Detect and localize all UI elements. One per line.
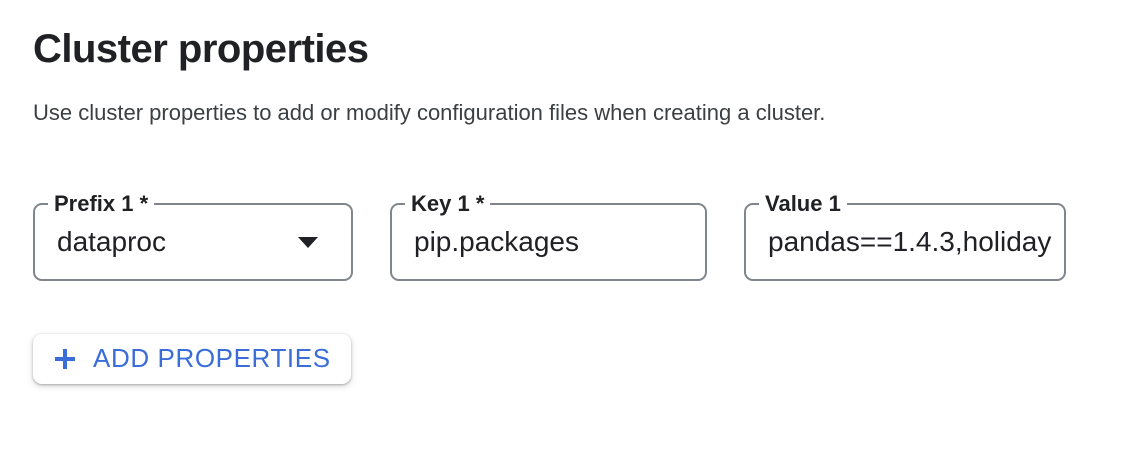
section-description: Use cluster properties to add or modify … [33, 100, 826, 125]
prefix-select[interactable]: Prefix 1 * dataproc [33, 191, 353, 281]
page-title: Cluster properties [33, 27, 369, 71]
property-row-1: Prefix 1 * dataproc Key 1 * Value 1 [33, 191, 1122, 281]
prefix-select-trigger[interactable]: dataproc [35, 205, 351, 279]
value-input[interactable] [746, 204, 1064, 279]
cluster-properties-section: Cluster properties Use cluster propertie… [0, 28, 1122, 384]
prefix-selected-value: dataproc [57, 225, 166, 257]
dropdown-arrow-icon [298, 236, 318, 248]
prefix-label: Prefix 1 * [48, 191, 155, 216]
value-field: Value 1 [744, 191, 1066, 281]
plus-icon [55, 348, 75, 369]
key-input[interactable] [392, 204, 705, 279]
key-field: Key 1 * [390, 191, 707, 281]
add-properties-label: ADD PROPERTIES [93, 343, 331, 374]
add-properties-button[interactable]: ADD PROPERTIES [33, 333, 351, 384]
